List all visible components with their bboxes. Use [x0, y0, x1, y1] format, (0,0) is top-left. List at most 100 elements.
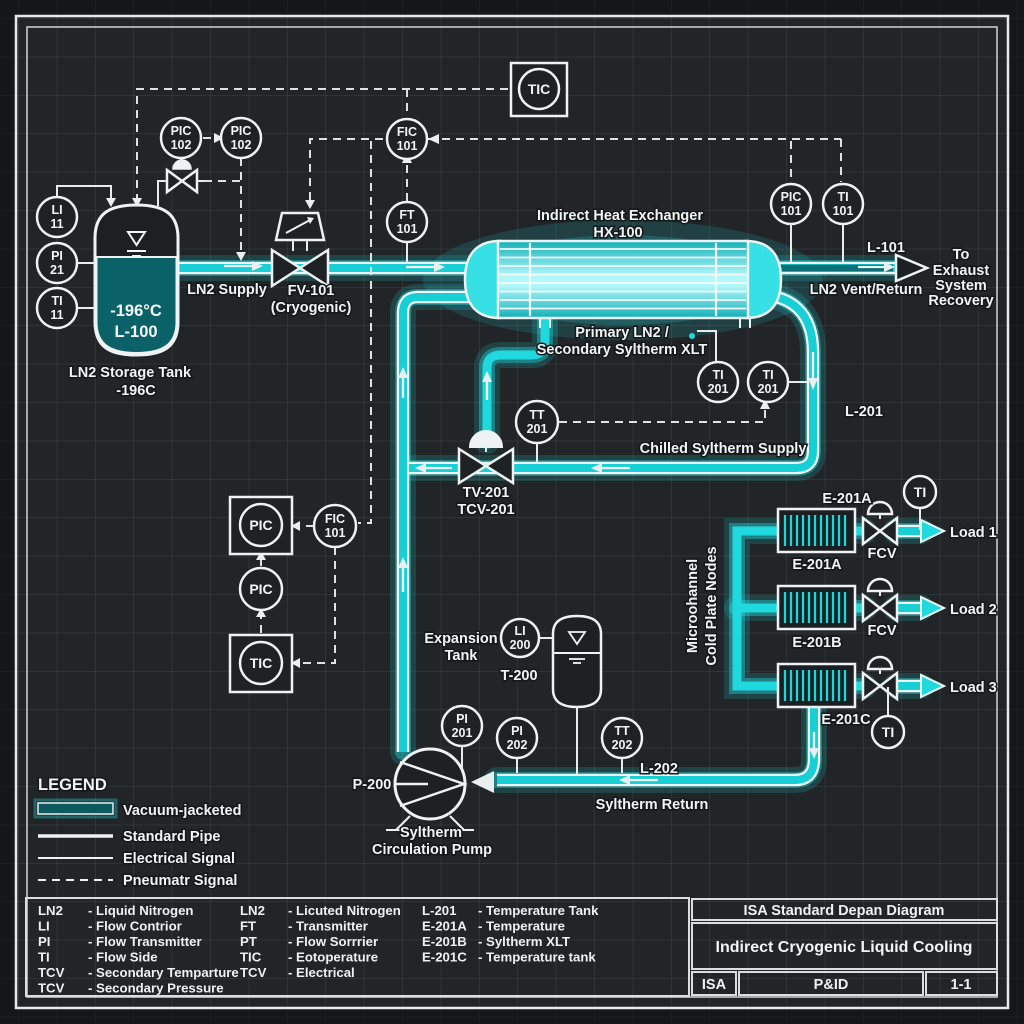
instrument-number: 101: [781, 204, 802, 218]
abbrev-cell: - Flow Sorrrier: [288, 934, 378, 949]
signal-lines: [132, 88, 842, 668]
label-l101: L-101: [867, 240, 905, 256]
abbrev-cell: - Secondary Pressure: [88, 981, 224, 996]
legend-sample-vacuum: [37, 802, 114, 815]
legend-item-vacuum: Vacuum-jacketed: [123, 803, 241, 819]
instrument-pi-201: PI 201: [440, 704, 484, 748]
instrument-tag: TI: [712, 368, 723, 382]
label-fv101: FV-101: [288, 283, 335, 299]
instrument-tag: TI: [914, 484, 926, 500]
instrument-tag: PIC: [249, 517, 272, 533]
instrument-tag: PIC: [249, 581, 272, 597]
instrument-tag: TIC: [250, 655, 273, 671]
vent-arrowhead: [894, 253, 931, 283]
instrument-pic-101: PIC 101: [769, 182, 813, 226]
instrument-tag: TT: [614, 724, 630, 738]
instrument-stems: [56, 158, 921, 773]
instrument-number: 201: [452, 726, 473, 740]
instrument-number: 202: [507, 738, 528, 752]
hx-nozzles: [539, 318, 751, 328]
label-tcv201: TCV-201: [457, 502, 514, 518]
label-primary-1: Primary LN2 /: [575, 325, 669, 341]
label-ln2-supply: LN2 Supply: [187, 282, 267, 298]
label-fcv-1: FCV: [868, 546, 897, 562]
instrument-pic-102-b: PIC 102: [219, 116, 263, 160]
label-expansion-2: Tank: [445, 648, 479, 664]
abbrev-cell: LI: [38, 919, 50, 934]
tank-level-symbol: [126, 231, 147, 257]
label-tank-name: LN2 Storage Tank: [69, 365, 192, 381]
pipe-hx-feed: [482, 319, 550, 441]
label-e201a: E-201A: [792, 557, 842, 573]
instrument-ti-11: TI 11: [35, 286, 79, 330]
abbrev-cell: - Temperature: [478, 919, 565, 934]
abbrev-cell: LN2: [38, 903, 63, 918]
instrument-tag: TI: [51, 294, 62, 308]
label-pump-2: Circulation Pump: [372, 842, 492, 858]
instrument-number: 102: [231, 138, 252, 152]
valve-actuator-dome: [468, 430, 504, 448]
abbrev-cell: TCV: [38, 981, 65, 996]
legend-item-electrical: Electrical Signal: [123, 851, 235, 867]
abbrev-cell: - Temperature Tank: [478, 903, 599, 918]
label-to-exhaust-4: Recovery: [928, 293, 993, 309]
instrument-li-200: LI 200: [499, 617, 541, 659]
instrument-ft-101: FT 101: [385, 200, 429, 244]
label-to-exhaust-3: System: [935, 278, 987, 294]
abbrev-cell: E-201A: [422, 919, 467, 934]
abbrev-cell: E-201B: [422, 934, 467, 949]
instrument-number: 201: [758, 382, 779, 396]
abbrev-cell: TIC: [240, 950, 262, 965]
diagram-labels: LN2 Supply FV-101 (Cryogenic) LN2 Storag…: [67, 207, 998, 860]
pipe-left-riser: [399, 293, 490, 752]
label-t200: T-200: [500, 668, 537, 684]
valve-fv-101: [270, 211, 330, 289]
abbrev-cell: - Electrical: [288, 965, 355, 980]
instrument-tag: PI: [511, 724, 523, 738]
legend-item-pneumatic: Pneumatr Signal: [123, 873, 237, 889]
title-block: ISA Standard Depan Diagram Indirect Cryo…: [691, 898, 998, 996]
hx-tubes: [500, 243, 746, 316]
load2-arrowhead: [920, 595, 947, 621]
instrument-tag: TI: [837, 190, 848, 204]
abbrev-cell: - Licuted Nitrogen: [288, 903, 401, 918]
valve-tank-vent: [157, 159, 206, 206]
label-pump-1: Syltherm: [400, 825, 462, 841]
instrument-number: 101: [397, 222, 418, 236]
abbrev-cell: - Flow Side: [88, 950, 158, 965]
label-microchannel-1: Microohannel: [685, 559, 701, 653]
abbrev-cell: - Flow Contrior: [88, 919, 182, 934]
instrument-pic-102-a: PIC 102: [159, 116, 203, 160]
abbrev-cell: TCV: [38, 965, 65, 980]
tank-l-100: -196°C L-100: [93, 203, 180, 357]
pipe-l201-chilled-supply: [409, 290, 817, 472]
abbrev-cell: PI: [38, 934, 50, 949]
abbrev-cell: PT: [240, 934, 257, 949]
label-to-exhaust-1: To: [953, 247, 970, 263]
instrument-tag: PI: [51, 249, 63, 263]
abbreviation-table: LN2 - Liquid Nitrogen LI - Flow Contrior…: [25, 897, 690, 997]
cold-plate-e-201b: [776, 584, 857, 631]
abbrev-cell: - Temperature tank: [478, 950, 596, 965]
label-chilled-supply: Chilled Syltherm Supply: [640, 441, 807, 457]
abbrev-cell: TI: [38, 950, 50, 965]
instrument-pic-mid: PIC: [238, 566, 284, 612]
valve-fcv-1: [861, 500, 899, 547]
instrument-tag: PI: [456, 712, 468, 726]
label-primary-2: Secondary Syltherm XLT: [537, 342, 708, 358]
instrument-tag: TI: [762, 368, 773, 382]
instrument-tag: TIC: [528, 81, 551, 97]
abbrev-cell: - Secondary Temparture: [88, 965, 239, 980]
cold-plate-fins: [783, 592, 847, 623]
instrument-number: 201: [527, 422, 548, 436]
cold-plate-e-201a: [776, 507, 857, 554]
abbrev-cell: L-201: [422, 903, 456, 918]
abbrev-cell: - Liquid Nitrogen: [88, 903, 193, 918]
valve-actuator-dome: [866, 655, 894, 671]
label-tv201: TV-201: [463, 485, 510, 501]
label-l201: L-201: [845, 404, 883, 420]
flow-arrows: [224, 261, 895, 785]
title-block-sheet: 1-1: [951, 977, 972, 993]
